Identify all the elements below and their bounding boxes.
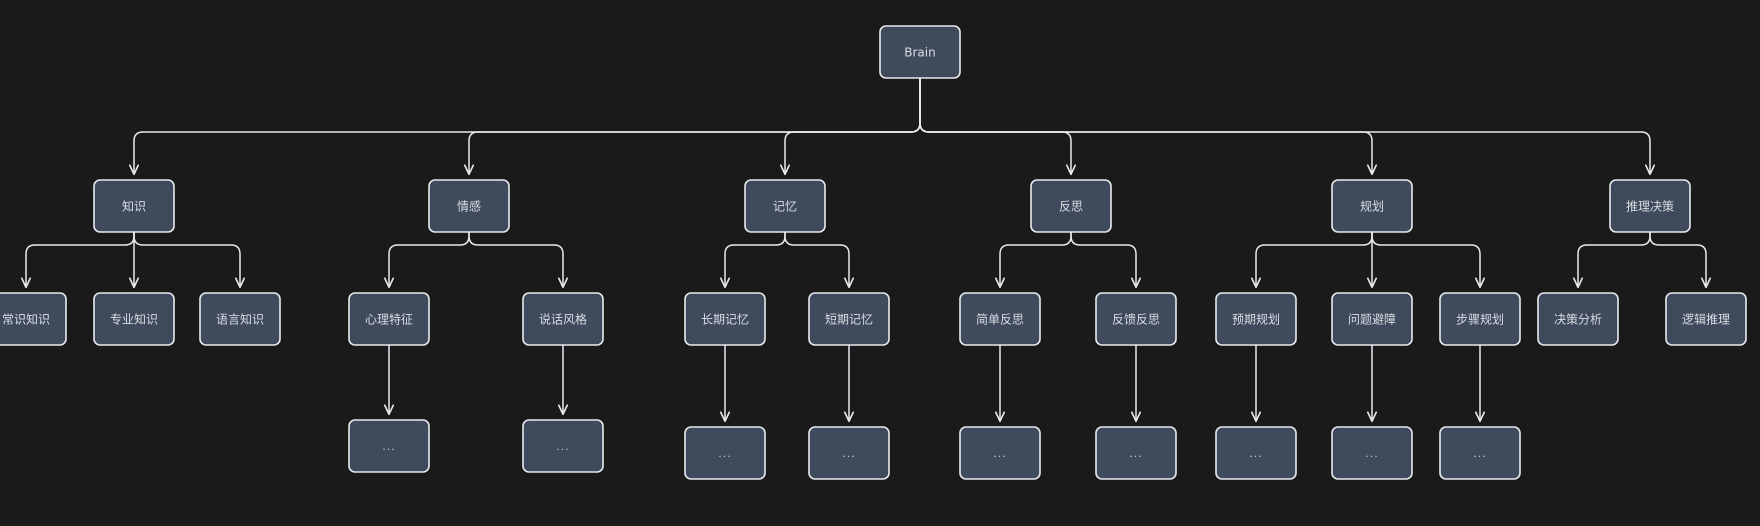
node-leaf-speech[interactable]: ... [522,419,604,473]
edge-brain-to-emotion [469,78,921,174]
edge-brain-to-knowledge [134,78,921,174]
edge-emotion-to-psych-trait [389,232,470,287]
node-knowledge[interactable]: 知识 [93,179,175,233]
edge-knowledge-to-language [133,232,240,287]
node-short-term[interactable]: 短期记忆 [808,292,890,346]
node-box-speech-style[interactable] [522,292,604,346]
edge-memory-to-short-term [784,232,849,287]
edge-planning-to-step-plan [1371,232,1480,287]
node-box-leaf-psych[interactable] [348,419,430,473]
node-box-common-sense[interactable] [0,292,67,346]
node-box-leaf-step[interactable] [1439,426,1521,480]
node-logic[interactable]: 逻辑推理 [1665,292,1747,346]
node-box-leaf-feed[interactable] [1095,426,1177,480]
node-box-memory[interactable] [744,179,826,233]
node-box-expect-plan[interactable] [1215,292,1297,346]
node-box-knowledge[interactable] [93,179,175,233]
edge-emotion-to-speech-style [468,232,563,287]
node-psych-trait[interactable]: 心理特征 [348,292,430,346]
node-emotion[interactable]: 情感 [428,179,510,233]
node-box-leaf-long[interactable] [684,426,766,480]
edges-layer [26,78,1706,421]
node-box-emotion[interactable] [428,179,510,233]
node-box-domain-know[interactable] [93,292,175,346]
node-box-long-term[interactable] [684,292,766,346]
node-box-leaf-expect[interactable] [1215,426,1297,480]
edge-reflection-to-feedback-refl [1070,232,1136,287]
node-box-logic[interactable] [1665,292,1747,346]
edge-knowledge-to-common-sense [26,232,135,287]
edge-reasoning-to-logic [1649,232,1706,287]
node-leaf-feed[interactable]: ... [1095,426,1177,480]
node-feedback-refl[interactable]: 反馈反思 [1095,292,1177,346]
edge-brain-to-planning [919,78,1372,174]
node-common-sense[interactable]: 常识知识 [0,292,67,346]
node-box-leaf-short[interactable] [808,426,890,480]
nodes-layer: Brain 知识 情感 记忆 反思 规划 推理决策常识知识专业知识语言知识 心理特征 说话风格 长… [0,25,1747,480]
node-box-brain[interactable] [879,25,961,79]
node-leaf-expect[interactable]: ... [1215,426,1297,480]
node-simple-refl[interactable]: 简单反思 [959,292,1041,346]
node-reasoning[interactable]: 推理决策 [1609,179,1691,233]
node-box-planning[interactable] [1331,179,1413,233]
edge-reasoning-to-decision [1578,232,1651,287]
node-leaf-short[interactable]: ... [808,426,890,480]
node-box-reflection[interactable] [1030,179,1112,233]
edge-brain-to-memory [785,78,921,174]
node-box-feedback-refl[interactable] [1095,292,1177,346]
node-memory[interactable]: 记忆 [744,179,826,233]
node-box-obstacle[interactable] [1331,292,1413,346]
node-expect-plan[interactable]: 预期规划 [1215,292,1297,346]
node-step-plan[interactable]: 步骤规划 [1439,292,1521,346]
edge-planning-to-expect-plan [1256,232,1373,287]
node-reflection[interactable]: 反思 [1030,179,1112,233]
node-planning[interactable]: 规划 [1331,179,1413,233]
node-language[interactable]: 语言知识 [199,292,281,346]
edge-brain-to-reflection [919,78,1071,174]
node-obstacle[interactable]: 问题避障 [1331,292,1413,346]
node-box-short-term[interactable] [808,292,890,346]
node-leaf-step[interactable]: ... [1439,426,1521,480]
node-box-step-plan[interactable] [1439,292,1521,346]
node-box-language[interactable] [199,292,281,346]
node-leaf-simple[interactable]: ... [959,426,1041,480]
node-decision[interactable]: 决策分析 [1537,292,1619,346]
node-leaf-long[interactable]: ... [684,426,766,480]
node-box-simple-refl[interactable] [959,292,1041,346]
node-speech-style[interactable]: 说话风格 [522,292,604,346]
node-long-term[interactable]: 长期记忆 [684,292,766,346]
node-domain-know[interactable]: 专业知识 [93,292,175,346]
edge-memory-to-long-term [725,232,786,287]
edge-brain-to-reasoning [919,78,1650,174]
node-leaf-obst[interactable]: ... [1331,426,1413,480]
node-leaf-psych[interactable]: ... [348,419,430,473]
node-box-reasoning[interactable] [1609,179,1691,233]
node-box-psych-trait[interactable] [348,292,430,346]
node-box-decision[interactable] [1537,292,1619,346]
node-box-leaf-speech[interactable] [522,419,604,473]
node-box-leaf-obst[interactable] [1331,426,1413,480]
node-brain[interactable]: Brain [879,25,961,79]
node-box-leaf-simple[interactable] [959,426,1041,480]
edge-reflection-to-simple-refl [1000,232,1072,287]
